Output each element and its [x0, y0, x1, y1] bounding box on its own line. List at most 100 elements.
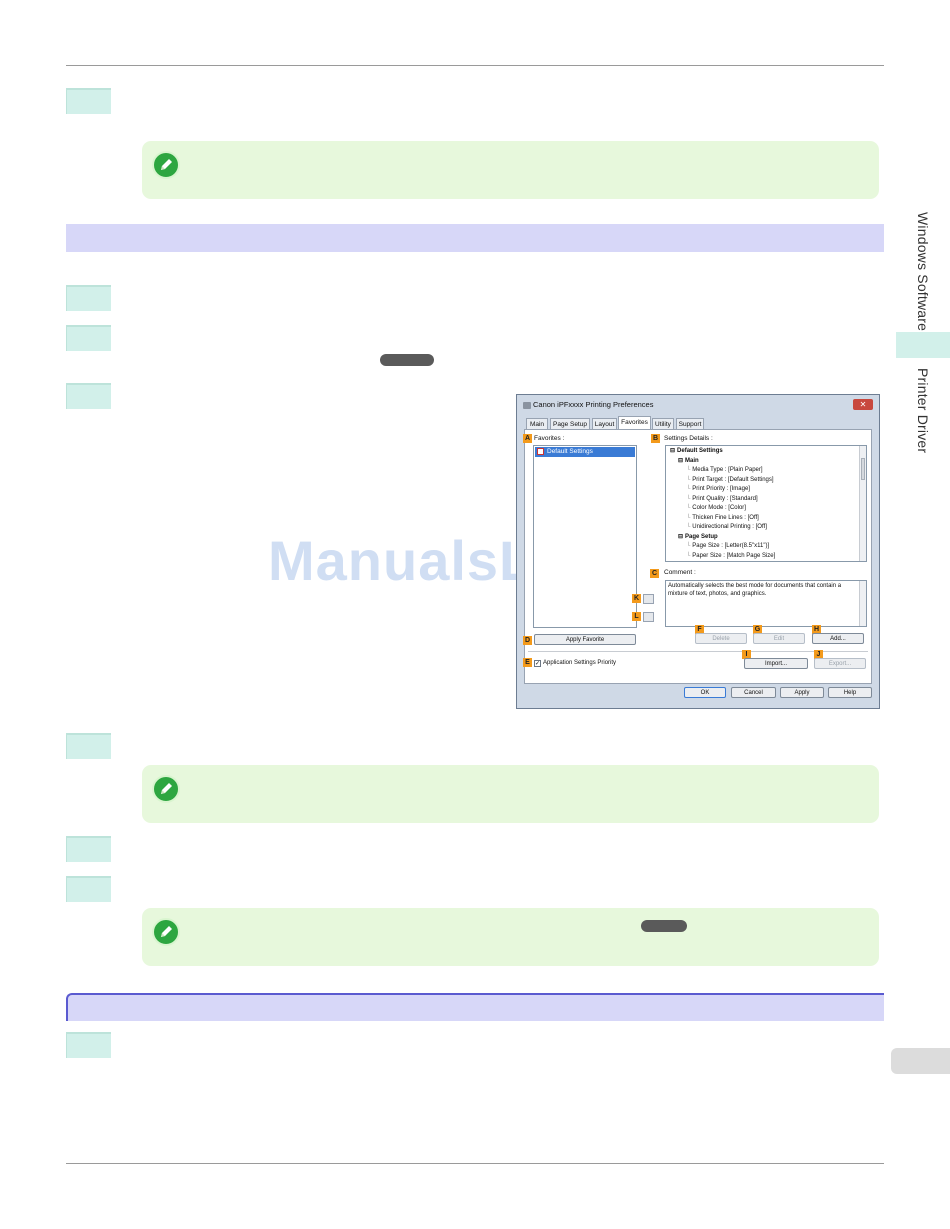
favorites-label: Favorites : — [534, 435, 565, 442]
tree-item-label: Page Setup — [685, 533, 718, 540]
tab-page-setup[interactable]: Page Setup — [550, 418, 590, 429]
settings-tree-item[interactable]: ⊟Page Setup — [678, 533, 718, 543]
page-reference-link[interactable] — [380, 354, 434, 366]
tree-node-toggle: └ — [686, 524, 691, 530]
tab-main[interactable]: Main — [526, 418, 548, 429]
settings-tree-item[interactable]: └Print Priority : [Image] — [686, 485, 750, 495]
application-settings-priority-label: Application Settings Priority — [543, 660, 617, 666]
tab-utility[interactable]: Utility — [652, 418, 674, 429]
callout-f: F — [695, 625, 704, 634]
export-button[interactable]: Export... — [814, 658, 866, 669]
side-page-tab[interactable] — [891, 1048, 950, 1074]
settings-tree-item[interactable]: └Color Mode : [Color] — [686, 504, 746, 514]
step-marker — [66, 325, 111, 351]
side-tab-windows-software[interactable]: Windows Software — [915, 212, 931, 332]
step-marker — [66, 88, 111, 114]
settings-scrollbar[interactable] — [859, 446, 866, 561]
delete-button[interactable]: Delete — [695, 633, 747, 644]
tree-item-label: Unidirectional Printing : [Off] — [692, 524, 767, 530]
section-heading-bar — [66, 993, 884, 1021]
tree-node-toggle: └ — [686, 486, 691, 492]
step-marker — [66, 1032, 111, 1058]
comment-box[interactable]: Automatically selects the best mode for … — [665, 580, 867, 627]
add-button[interactable]: Add... — [812, 633, 864, 644]
settings-tree-item[interactable]: └Paper Size : [Match Page Size] — [686, 552, 775, 562]
favorites-list-item[interactable]: Default Settings — [535, 447, 635, 457]
header-rule — [66, 65, 884, 66]
pencil-note-icon — [152, 775, 180, 803]
tree-item-label: Default Settings — [677, 448, 723, 454]
tree-item-label: Thicken Fine Lines : [Off] — [692, 514, 759, 521]
printer-icon — [523, 401, 531, 409]
favorite-icon — [537, 447, 544, 455]
tree-item-label: Main — [685, 457, 699, 464]
tab-layout[interactable]: Layout — [592, 418, 617, 429]
printing-preferences-dialog: Canon iPFxxxx Printing Preferences ✕ Mai… — [516, 394, 880, 709]
ok-button[interactable]: OK — [684, 687, 726, 698]
note-box — [142, 908, 879, 966]
tree-node-toggle: └ — [686, 514, 691, 521]
side-tab-marker — [896, 332, 950, 358]
callout-e: E — [523, 658, 532, 667]
edit-button[interactable]: Edit — [753, 633, 805, 644]
move-down-icon[interactable] — [643, 612, 654, 622]
application-settings-priority-checkbox[interactable]: ✓ — [534, 660, 541, 667]
cancel-button[interactable]: Cancel — [731, 687, 776, 698]
pencil-note-icon — [152, 151, 180, 179]
callout-c: C — [650, 569, 659, 578]
settings-tree-item[interactable]: └Unidirectional Printing : [Off] — [686, 523, 767, 533]
tree-item-label: Page Size : [Letter(8.5"x11")] — [692, 543, 770, 549]
move-up-icon[interactable] — [643, 594, 654, 604]
callout-i: I — [742, 650, 751, 659]
settings-tree-item[interactable]: ⊟Main — [678, 457, 699, 467]
tree-item-label: Color Mode : [Color] — [692, 505, 746, 511]
comment-scrollbar[interactable] — [859, 581, 866, 626]
close-button[interactable]: ✕ — [853, 399, 873, 410]
callout-g: G — [753, 625, 762, 634]
callout-b: B — [651, 434, 660, 443]
callout-l: L — [632, 612, 641, 621]
tab-favorites[interactable]: Favorites — [618, 416, 651, 430]
side-tab-printer-driver[interactable]: Printer Driver — [915, 368, 931, 454]
favorites-list[interactable]: Default Settings — [533, 445, 637, 628]
step-marker — [66, 733, 111, 759]
help-button[interactable]: Help — [828, 687, 872, 698]
pencil-note-icon — [152, 918, 180, 946]
tree-node-toggle: └ — [686, 495, 691, 502]
settings-tree-item[interactable]: └Media Type : [Plain Paper] — [686, 466, 763, 476]
settings-tree-item[interactable]: ⊟Default Settings — [670, 447, 723, 457]
note-box — [142, 765, 879, 823]
tree-item-label: Print Target : [Default Settings] — [692, 476, 774, 483]
settings-tree-item[interactable]: └Thicken Fine Lines : [Off] — [686, 514, 759, 524]
tree-node-toggle: ⊟ — [678, 533, 684, 540]
tree-node-toggle: ⊟ — [670, 448, 676, 454]
section-heading-bar — [66, 224, 884, 252]
callout-a: A — [523, 434, 532, 443]
tree-node-toggle: └ — [686, 476, 691, 483]
settings-details-label: Settings Details : — [664, 435, 713, 442]
step-marker — [66, 383, 111, 409]
step-marker — [66, 836, 111, 862]
settings-details-tree[interactable]: ⊟Default Settings⊟Main└Media Type : [Pla… — [665, 445, 867, 562]
apply-favorite-button[interactable]: Apply Favorite — [534, 634, 636, 645]
tree-node-toggle: ⊟ — [678, 457, 684, 464]
tab-support[interactable]: Support — [676, 418, 704, 429]
callout-j: J — [814, 650, 823, 659]
settings-tree-item[interactable]: └Print Quality : [Standard] — [686, 495, 758, 505]
comment-label: Comment : — [664, 569, 696, 576]
tree-node-toggle: └ — [686, 543, 691, 549]
tree-item-label: Print Priority : [Image] — [692, 486, 750, 492]
apply-button[interactable]: Apply — [780, 687, 824, 698]
tree-node-toggle: └ — [686, 552, 691, 559]
comment-text: Automatically selects the best mode for … — [668, 583, 842, 597]
import-button[interactable]: Import... — [744, 658, 808, 669]
tree-node-toggle: └ — [686, 467, 691, 473]
settings-tree-item[interactable]: └Print Target : [Default Settings] — [686, 476, 774, 486]
dialog-title: Canon iPFxxxx Printing Preferences — [523, 400, 653, 409]
step-marker — [66, 285, 111, 311]
note-box — [142, 141, 879, 199]
divider — [528, 651, 868, 652]
callout-d: D — [523, 636, 532, 645]
page-reference-link[interactable] — [641, 920, 687, 932]
settings-tree-item[interactable]: └Page Size : [Letter(8.5"x11")] — [686, 542, 769, 552]
